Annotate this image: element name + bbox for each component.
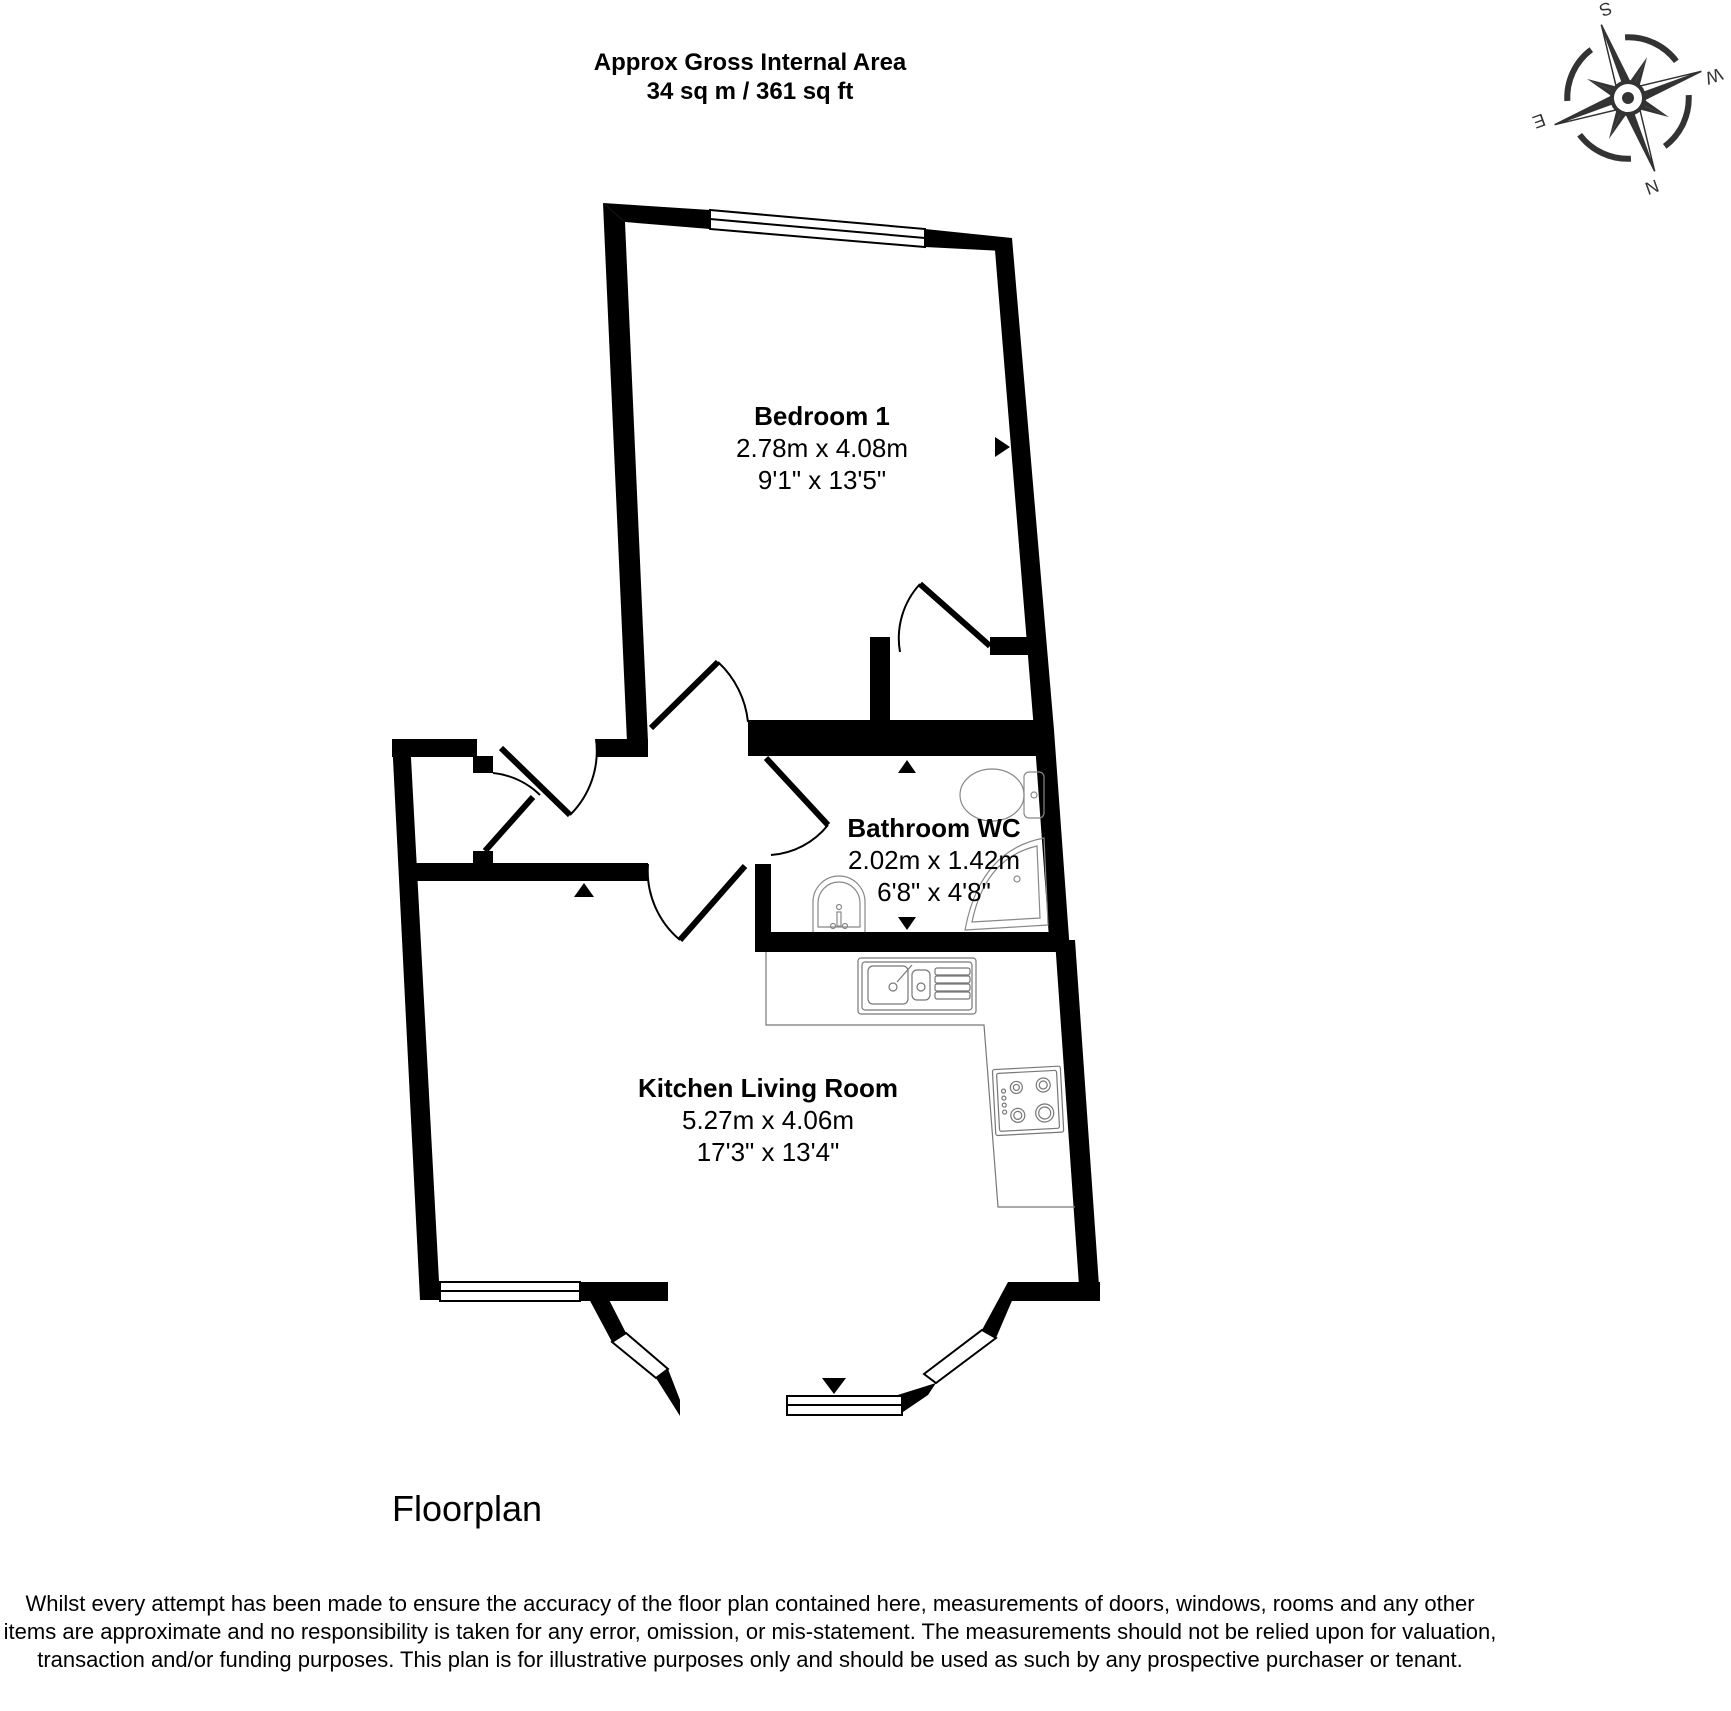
area-value: 34 sq m / 361 sq ft [646, 78, 854, 105]
area-title: Approx Gross Internal Area [593, 49, 907, 76]
arrow-bath-up [898, 760, 916, 773]
wall-kitchen-right [1055, 940, 1100, 1300]
room-imperial: 6'8" x 4'8" [877, 877, 991, 907]
arrow-bay [822, 1378, 846, 1394]
wall-bay-left [580, 1282, 626, 1342]
area-header: Approx Gross Internal Area 34 sq m / 361… [500, 48, 1000, 106]
wall-bedroom-top-right [925, 229, 1012, 251]
arrow-hall-up [574, 883, 594, 897]
wall-hall-top-mid [596, 739, 648, 757]
corner-bath-icon [964, 837, 1049, 931]
room-name: Kitchen Living Room [638, 1073, 898, 1103]
wall-wardrobe-right [990, 637, 1030, 655]
window-bay-left [610, 1331, 670, 1380]
room-name: Bedroom 1 [754, 401, 890, 431]
compass-north-label: N [1642, 175, 1661, 198]
wall-bay-right [982, 1282, 1020, 1338]
disclaimer-text: Whilst every attempt has been made to en… [3, 1591, 1497, 1672]
room-metric: 2.02m x 1.42m [848, 845, 1020, 875]
room-kitchen-living: Kitchen Living Room 5.27m x 4.06m 17'3" … [638, 1072, 898, 1168]
wall-kitchen-bottom-right [1008, 1282, 1100, 1301]
kitchen-worktop [765, 952, 1075, 1208]
wall-bath-bottom [755, 932, 1055, 952]
wall-bath-right [1034, 730, 1070, 952]
wall-bath-left [755, 864, 771, 952]
wall-wardrobe-left [870, 637, 890, 722]
window-bay-right [922, 1328, 998, 1385]
compass-rose-icon: S W E N [1530, 0, 1726, 199]
room-metric: 2.78m x 4.08m [736, 433, 908, 463]
toilet-icon [959, 768, 1045, 822]
wall-kitchen-left [392, 739, 440, 1300]
wall-bedroom-left [603, 203, 648, 742]
compass-west-label: W [1703, 64, 1726, 89]
arrow-bath-down [898, 917, 916, 930]
wall-hall-top-left [392, 739, 477, 757]
room-name: Bathroom WC [847, 813, 1021, 843]
room-bathroom-wc: Bathroom WC 2.02m x 1.42m 6'8" x 4'8" [847, 812, 1020, 908]
wall-bay-left-2 [656, 1369, 680, 1416]
wall-bed-bath [748, 720, 1036, 756]
wall-bedroom-right [994, 238, 1054, 730]
cupboard-stub-top [473, 756, 493, 773]
kitchen-sink-icon [857, 957, 977, 1015]
wall-hall-bottom [410, 863, 648, 881]
wall-bedroom-top-left [603, 203, 710, 229]
washbasin-icon [812, 875, 866, 932]
room-bedroom-1: Bedroom 1 2.78m x 4.08m 9'1" x 13'5" [736, 400, 908, 496]
room-imperial: 9'1" x 13'5" [757, 465, 887, 495]
hob-icon [991, 1065, 1065, 1137]
room-metric: 5.27m x 4.06m [682, 1105, 854, 1135]
arrow-bedroom [995, 437, 1010, 457]
wall-wardrobe-left-cap [870, 637, 890, 655]
room-imperial: 17'3" x 13'4" [696, 1137, 840, 1167]
floor-title: Floorplan [392, 1488, 543, 1529]
